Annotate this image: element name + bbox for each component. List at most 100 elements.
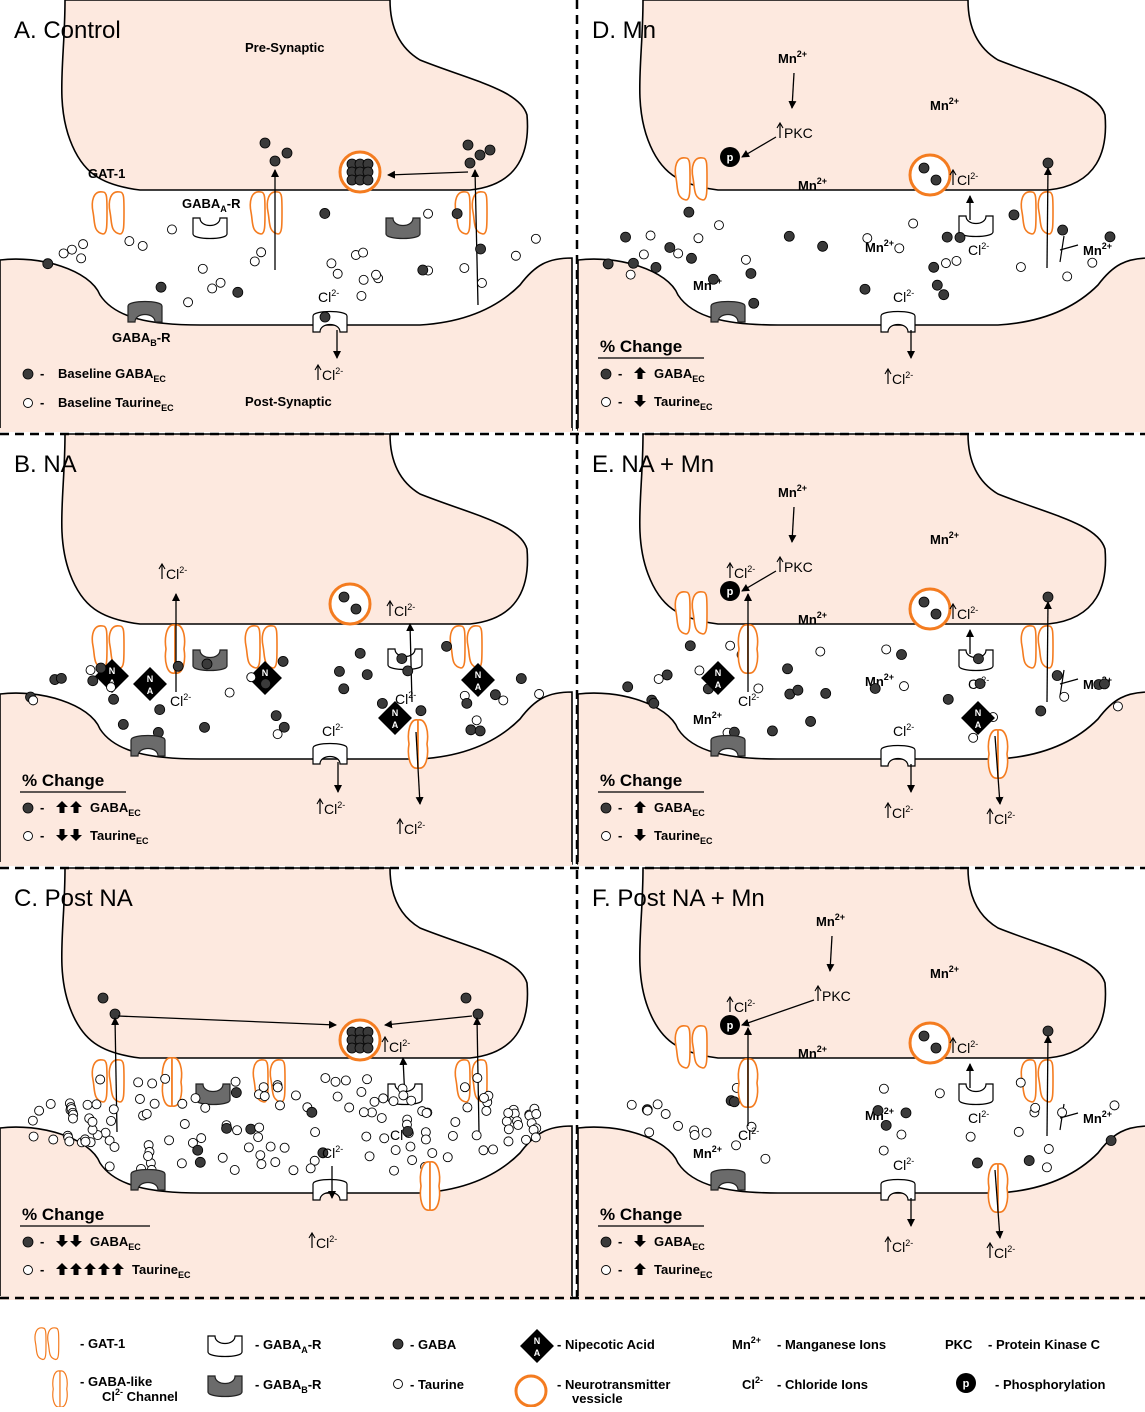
gaba-dot (621, 232, 631, 242)
pre-synaptic-cell (62, 434, 528, 624)
taurine-dot (357, 291, 366, 300)
gaba-dot (403, 666, 413, 676)
na-letter-n: N (715, 668, 722, 678)
taurine-dot (165, 1136, 174, 1145)
taurine-dot (201, 1103, 210, 1112)
gaba-dot (355, 648, 365, 658)
taurine-dot (110, 1142, 119, 1151)
gabab-receptor (196, 1084, 230, 1105)
gaba-dot (56, 673, 66, 683)
taurine-dot (1016, 263, 1025, 272)
taurine-dot (29, 1132, 38, 1141)
phosphorylation-letter: p (963, 1378, 970, 1390)
cl-label: Cl2- (170, 692, 191, 709)
panel-title: B. NA (14, 451, 77, 478)
taurine-dot (306, 1164, 315, 1173)
gaba-dot (870, 683, 880, 693)
gat1-transporter (250, 192, 282, 234)
taurine-dot (646, 231, 655, 240)
mn-label: Mn2+ (1083, 1109, 1112, 1126)
gaba-dot (1009, 210, 1019, 220)
key-taurine-dot (24, 1266, 33, 1275)
legend-phosphorylation-label: - Phosphorylation (995, 1377, 1106, 1392)
percent-change-title: % Change (22, 1205, 104, 1224)
legend-gat1-icon (35, 1328, 59, 1360)
gaba-dot (931, 1043, 941, 1053)
taurine-dot (627, 1100, 636, 1109)
gaba-dot (416, 706, 426, 716)
taurine-dot (1063, 272, 1072, 281)
taurine-dot (966, 1132, 975, 1141)
panel-title: E. NA + Mn (592, 451, 714, 478)
gaba-dot (475, 726, 485, 736)
legend-gabaa-icon (208, 1336, 242, 1357)
key-taurine-dot (24, 399, 33, 408)
legend: - GAT-1- GABA-likeCl2- Channel- GABAA-R-… (35, 1328, 1106, 1407)
key-taurine-dot (602, 832, 611, 841)
gaba-dot (1043, 1026, 1053, 1036)
taurine-dot (144, 1152, 153, 1161)
gaba-dot (931, 175, 941, 185)
gaba-dot (279, 722, 289, 732)
panel-F: F. Post NA + MnMn2+PKCpMn2+Mn2+Mn2+Cl2-C… (578, 868, 1145, 1300)
neurotransmitter-vesicle (330, 584, 370, 624)
taurine-dot (359, 275, 368, 284)
nipecotic-acid: NA (133, 667, 167, 701)
key-gaba-dot (23, 1237, 33, 1247)
gaba-dot (1099, 679, 1109, 689)
phosphorylation-icon: p (720, 147, 740, 167)
key-taurine-dot (602, 398, 611, 407)
cell-edge-mask (578, 862, 1145, 866)
taurine-dot (321, 1074, 330, 1083)
phosphorylation-icon: p (720, 581, 740, 601)
gaba-dot (452, 209, 462, 219)
legend-vesicle-label-2: vessicle (572, 1391, 623, 1406)
taurine-dot (86, 666, 95, 675)
taurine-dot (863, 234, 872, 243)
gaba-dot (784, 231, 794, 241)
gaba-dot (919, 1031, 929, 1041)
taurine-dot (879, 1146, 888, 1155)
taurine-dot (357, 1087, 366, 1096)
gat1-transporter (92, 626, 124, 668)
gaba-dot (685, 641, 695, 651)
percent-change-title: % Change (600, 1205, 682, 1224)
gaba-dot (897, 650, 907, 660)
gaba-dot (793, 685, 803, 695)
taurine-dot (531, 1133, 540, 1142)
taurine-dot (77, 254, 86, 263)
gaba-dot (729, 1097, 739, 1107)
gaba-dot (684, 207, 694, 217)
gaba-dot (461, 993, 471, 1003)
taurine-dot (107, 1116, 116, 1125)
percent-change-title: % Change (22, 771, 104, 790)
taurine-dot (695, 666, 704, 675)
gaba-dot (873, 1106, 883, 1116)
legend-nipecotic-label: - Nipecotic Acid (557, 1337, 655, 1352)
percent-change-title: % Change (600, 771, 682, 790)
gaba-dot (603, 259, 613, 269)
gaba-dot (1105, 232, 1115, 242)
cl-label: Cl2- (893, 1156, 914, 1173)
gaba-dot (466, 725, 476, 735)
taurine-dot (257, 1160, 266, 1169)
cl-label: Cl2- (738, 692, 759, 709)
gaba-dot (202, 659, 212, 669)
taurine-dot (654, 675, 663, 684)
label: - (618, 1262, 622, 1277)
neurotransmitter-vesicle (340, 1020, 380, 1060)
gaba-dot (96, 663, 106, 673)
taurine-dot (390, 1166, 399, 1175)
gaba-dot (339, 684, 349, 694)
taurine-dot (477, 278, 486, 287)
taurine-dot (389, 1097, 398, 1106)
taurine-dot (399, 1091, 408, 1100)
gaba-dot (818, 241, 828, 251)
pre-synaptic-cell (62, 0, 528, 190)
gaba-dot (270, 156, 280, 166)
cl-label: Cl2- (395, 690, 416, 707)
taurine-dot (280, 1143, 289, 1152)
nipecotic-acid: NA (961, 701, 995, 735)
gaba-dot (339, 592, 349, 602)
